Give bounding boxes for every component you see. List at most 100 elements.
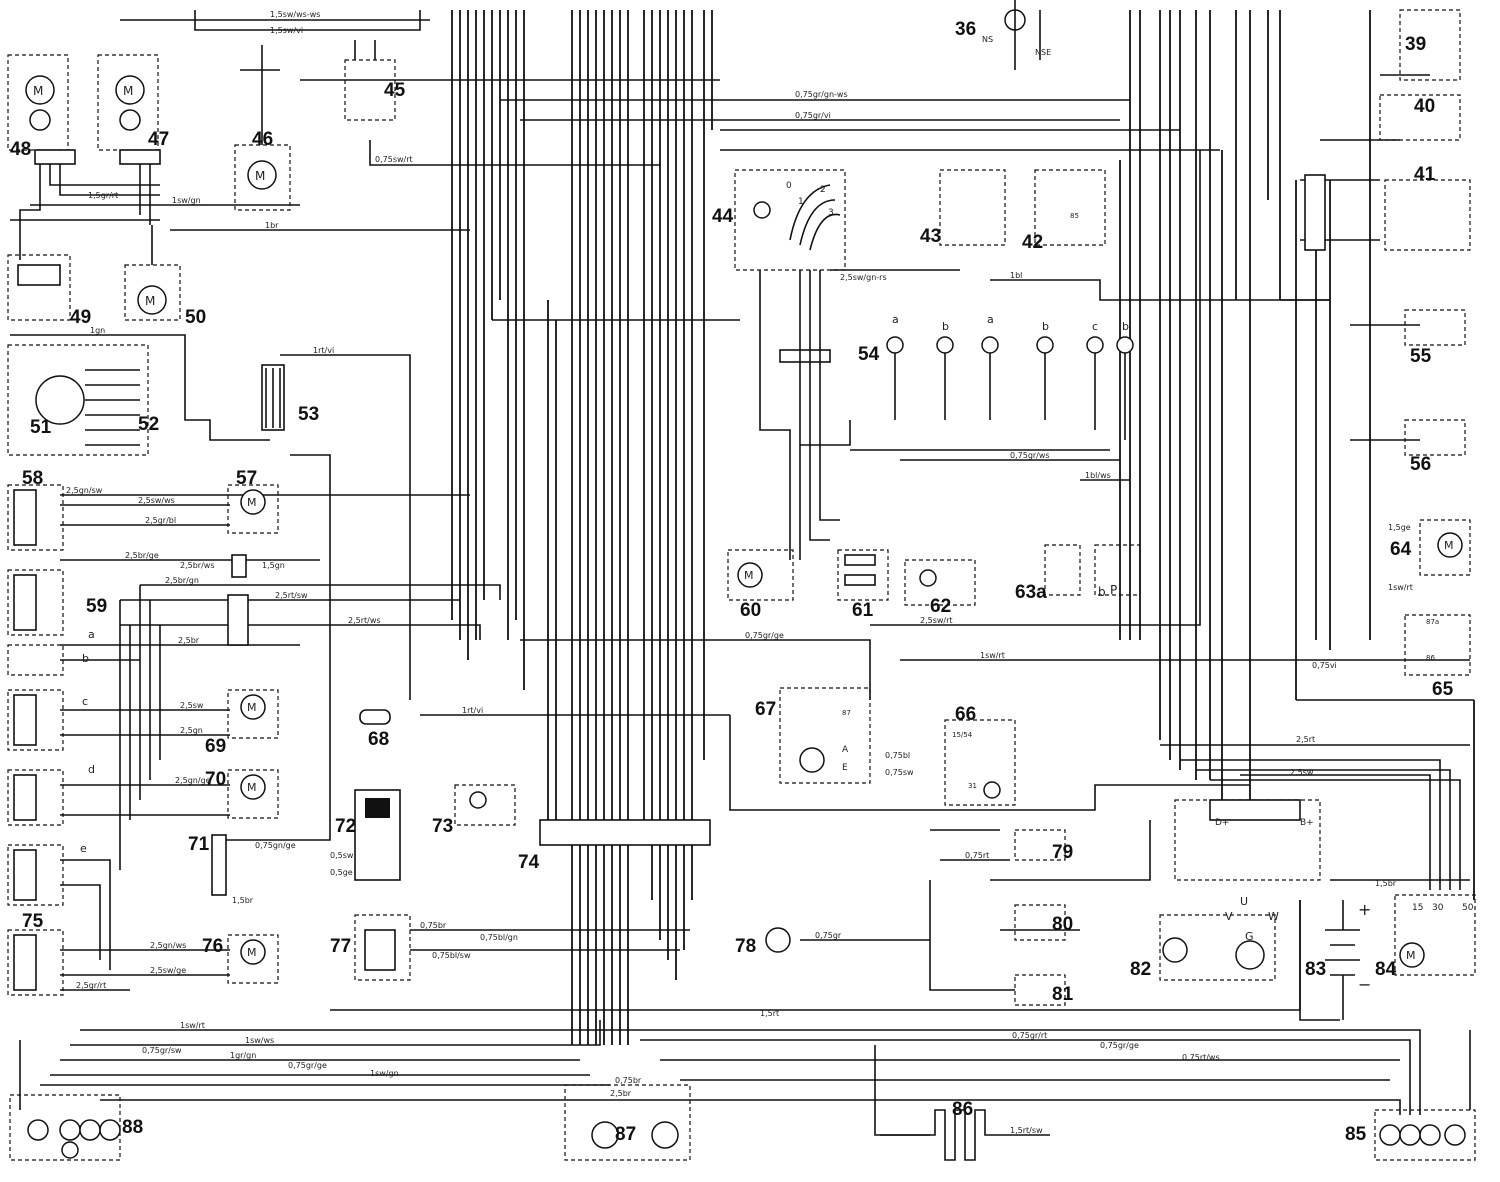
pin-label: a [987,313,994,326]
wire-label: 2,5br/gn [165,576,199,585]
wire-label: 0,75gr/vi [795,111,831,120]
component-number: 66 [955,704,976,725]
wire-label: 2,5sw [1290,768,1314,777]
component-number: 55 [1410,346,1432,367]
pin-label: 85 [1070,212,1079,220]
wire-label: 1sw/ws [245,1036,274,1045]
wire-label: 0,75vi [1312,661,1337,670]
wire-label: 2,5gn/sw [66,486,103,495]
centre-components: M [354,0,1141,1161]
wire-label: 0,75sw [885,768,914,777]
wire-label: 1,5rt [760,1009,779,1018]
pin-label: b [942,320,949,333]
wire-label: 2,5gn/ws [150,941,186,950]
component-number: 68 [368,729,389,750]
pin-label: b [1122,320,1129,333]
pin-label: a [892,313,899,326]
component-number: 53 [298,404,319,425]
wire-label: 1,5sw/ws-ws [270,10,320,19]
wire-label: 0,75sw/rt [375,155,413,164]
component-number: 82 [1130,959,1151,980]
pin-label: 30 [1432,903,1444,913]
wire-label: 2,5sw/ge [150,966,186,975]
wire-label: 1gn [90,326,105,335]
component-number: 45 [384,80,406,101]
wire-label: 2,5rt/ws [348,616,381,625]
component-number: 39 [1405,34,1426,55]
wire-label: 0,5sw [330,851,354,860]
pin-label: 15 [1412,903,1423,913]
wire-label: 0,75bl/sw [432,951,471,960]
pin-label: + [1358,900,1371,919]
wire-label: 1gr/gn [230,1051,256,1060]
svg-text:M: M [123,84,133,98]
component-number: 67 [755,699,776,720]
component-number: 49 [70,307,91,328]
pin-label: 50 [1462,903,1474,913]
component-number: 77 [330,936,351,957]
component-number: 78 [735,936,756,957]
component-number: 58 [22,468,43,489]
component-number: 47 [148,129,169,150]
wire-label: 2,5gn/ge [175,776,211,785]
wire-label: 0,75gr/ge [745,631,784,640]
svg-text:M: M [1444,539,1454,552]
wire-label: 1sw/rt [980,651,1005,660]
wire-label: 1,5gr/rt [88,191,118,200]
component-number: 74 [518,852,540,873]
pin-label: U [1240,895,1248,908]
wire-label: 2,5gr/rt [76,981,106,990]
pin-label: b [1042,320,1049,333]
pin-label: NS [982,35,993,44]
wire-label: 2,5sw [180,701,204,710]
pin-label: D+ [1215,818,1229,828]
component-number: 54 [858,344,880,365]
wire-label: 0,75br [615,1076,642,1085]
component-number: 85 [1345,1124,1367,1145]
right-components: M M [9,9,1476,1161]
svg-text:M: M [255,169,265,183]
component-number: 61 [852,600,874,621]
pin-label: 15/54 [952,731,973,739]
component-number: 56 [1410,454,1431,475]
component-number: 46 [252,129,273,150]
wire-label: 1rt/vi [313,346,334,355]
wire-label: 0,75gr/ge [1100,1041,1139,1050]
pin-label: d [88,763,95,776]
wire-label: 2,5gr/bl [145,516,176,525]
wire-label: 1sw/gn [370,1069,399,1078]
pin-label: V [1225,910,1233,923]
component-numbers: 36 39 40 41 42 43 44 45 46 47 48 49 50 5… [10,19,1454,1145]
svg-text:M: M [247,781,257,794]
component-number: 36 [955,19,976,40]
wire-label: 0,75gr [815,931,842,940]
wire-label: 0,75bl/gn [480,933,518,942]
wire-label: 0,75gr/sw [142,1046,182,1055]
wire-label: 1,5br [232,896,254,905]
component-number: 72 [335,816,356,837]
pin-label: A [842,745,849,755]
wire-label: 1bl [1010,271,1022,280]
component-number: 87 [615,1124,636,1145]
wire-label: 2,5br [178,636,200,645]
wire-label: 0,75gr/gn-ws [795,90,848,99]
wire-label: 0,75gr/ws [1010,451,1050,460]
wire-label: 2,5sw/ws [138,496,175,505]
pin-label: B+ [1300,818,1314,828]
pin-label: 0 [786,181,792,191]
pin-label: b [82,652,89,665]
pin-label: NSE [1035,48,1051,57]
component-number: 62 [930,596,951,617]
pin-label: 87 [842,709,851,717]
component-number: 60 [740,600,761,621]
wire-label: 1,5rt/sw [1010,1126,1043,1135]
wire-label: 1,5br [1375,879,1397,888]
component-number: 48 [10,139,31,160]
pin-label: 86 [1426,654,1435,662]
component-number: 75 [22,911,44,932]
component-number: 64 [1390,539,1412,560]
svg-text:M: M [145,294,155,308]
wire-label: 2,5br [610,1089,632,1098]
wire-label: 0,75gn/ge [255,841,296,850]
svg-text:M: M [247,701,257,714]
